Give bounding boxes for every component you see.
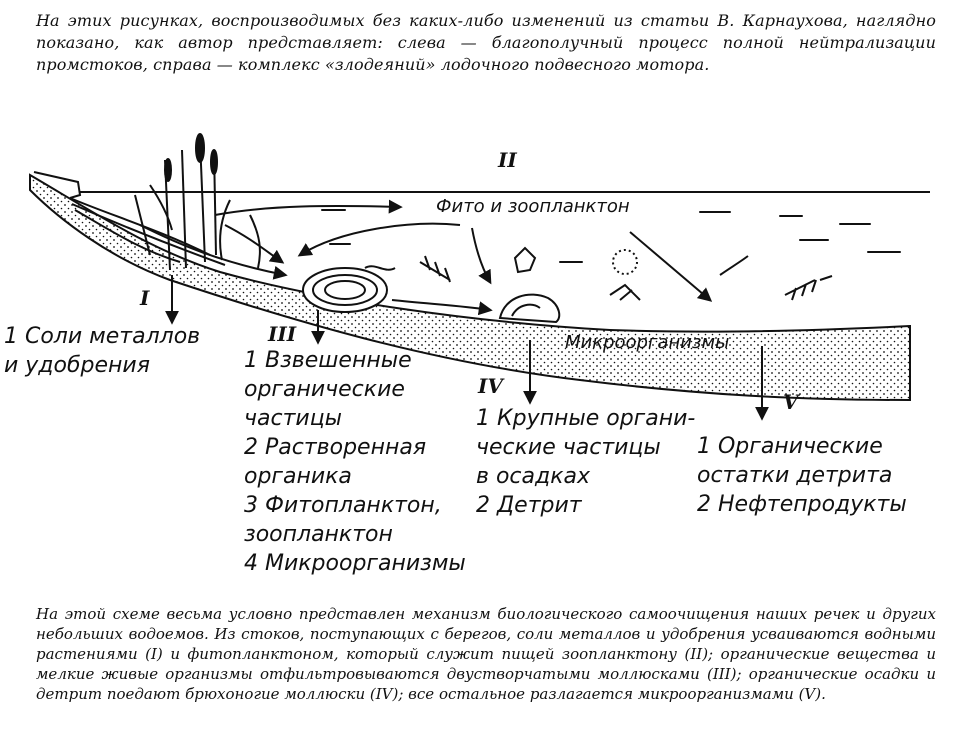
self-purification-diagram [29,133,930,421]
intro-paragraph: На этих рисунках, воспроизводимых без ка… [36,11,936,74]
gastropod-snail [498,293,561,324]
zone-IV-item: 2 Детрит [476,493,582,518]
zone-I-item: и удобрения [4,353,150,378]
zone-V-item: 1 Органические [697,434,883,459]
zone-III-item: органика [244,464,352,489]
zone-III-item: 3 Фитопланктон, [244,493,442,518]
zone-label-I: I [140,286,150,310]
zone-IV-item: в осадках [476,464,590,489]
zone-III-item: органические [244,377,405,402]
water-plants [134,133,261,271]
zone-III-list: 1 Взвешенные органические частицы 2 Раст… [244,346,466,578]
zone-V-item: 2 Нефтепродукты [697,492,907,517]
zone-V-item: остатки детрита [697,463,893,488]
zone-V-list: 1 Органические остатки детрита 2 Нефтепр… [697,432,907,519]
zone-label-IV: IV [478,374,503,398]
zone-IV-list: 1 Крупные органи- ческие частицы в осадк… [476,404,695,520]
zone-I-list: 1 Соли металлов и удобрения [4,322,200,380]
zone-III-item: частицы [244,406,343,431]
zone-label-V: V [783,390,799,414]
zone-III-item: зоопланктон [244,522,393,547]
microorganisms-label: Микроорганизмы [565,332,730,353]
zone-III-item: 1 Взвешенные [244,348,412,373]
zone-III-item: 2 Растворенная [244,435,427,460]
plankton-organisms [364,246,833,301]
zone-IV-item: 1 Крупные органи- [476,406,696,431]
zone-label-III: III [268,322,297,346]
figure-caption: На этой схеме весьма условно представлен… [36,605,936,703]
plankton-label: Фито и зоопланктон [436,196,630,217]
zone-IV-item: ческие частицы [476,435,661,460]
flow-arrows [139,199,713,316]
zone-label-II: II [498,148,517,172]
sediment-arrows [165,275,769,421]
zone-III-item: 4 Микроорганизмы [244,551,466,576]
water-waves [321,209,901,263]
zone-I-item: 1 Соли металлов [4,324,201,349]
river-bottom [29,173,911,402]
bivalve-mollusc [302,267,388,313]
